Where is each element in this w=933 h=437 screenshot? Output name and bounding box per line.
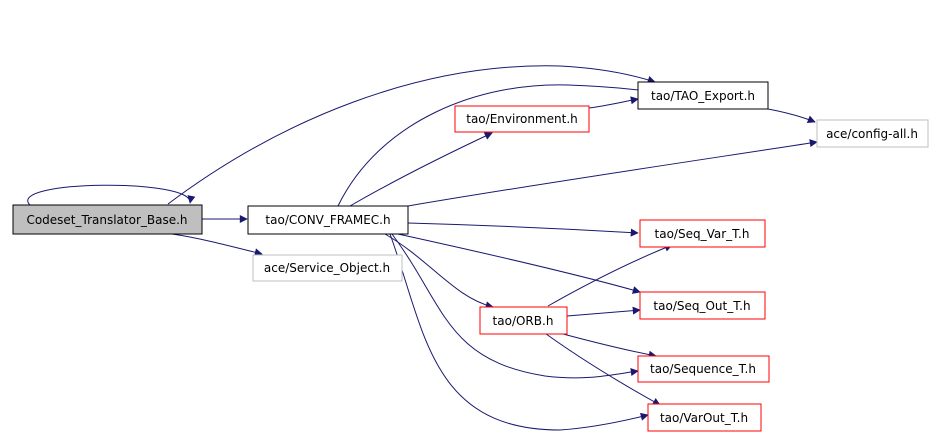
node-environment[interactable]: tao/Environment.h [454, 105, 590, 133]
edge-orb-varout [541, 330, 661, 406]
edge-cs-svc [171, 233, 263, 257]
edge-conv-seqvar [407, 222, 639, 237]
node-seq-out-t[interactable]: tao/Seq_Out_T.h [639, 291, 766, 320]
node-label: tao/Environment.h [466, 112, 578, 126]
node-seq-var-t[interactable]: tao/Seq_Var_T.h [639, 219, 766, 248]
dependency-nodes: Codeset_Translator_Base.h tao/CONV_FRAME… [12, 81, 929, 432]
edge-cs-self [27, 184, 196, 206]
node-label: Codeset_Translator_Base.h [26, 213, 187, 227]
node-tao-export[interactable]: tao/TAO_Export.h [637, 81, 769, 110]
node-varout-t[interactable]: tao/VarOut_T.h [647, 403, 762, 432]
node-label: tao/VarOut_T.h [660, 411, 748, 425]
node-label: ace/config-all.h [826, 127, 918, 141]
edge-conv-orb [384, 233, 494, 310]
edge-cs-taoexp [167, 65, 656, 205]
node-label: tao/CONV_FRAMEC.h [265, 213, 390, 227]
node-config-all[interactable]: ace/config-all.h [816, 119, 929, 148]
node-label: tao/Seq_Out_T.h [653, 299, 750, 313]
node-label: ace/Service_Object.h [264, 261, 390, 275]
node-codeset-translator-base[interactable]: Codeset_Translator_Base.h [12, 204, 203, 235]
node-conv-framec[interactable]: tao/CONV_FRAMEC.h [247, 205, 409, 235]
edge-conv-taoexp [337, 84, 656, 207]
node-sequence-t[interactable]: tao/Sequence_T.h [637, 355, 770, 383]
edge-conv-seqt [391, 233, 639, 379]
edge-taoexp-cfg [767, 108, 816, 124]
edge-orb-seqvar [547, 243, 673, 307]
edge-conv-cfg [407, 139, 818, 207]
edge-conv-env [349, 132, 493, 207]
edge-orb-seqt [551, 330, 657, 359]
node-label: tao/Sequence_T.h [650, 362, 756, 376]
edge-orb-seqout [566, 306, 641, 317]
edge-conv-seqout [397, 233, 641, 294]
node-orb[interactable]: tao/ORB.h [479, 306, 568, 335]
node-label: tao/TAO_Export.h [651, 89, 755, 103]
edge-conv-varout [389, 233, 649, 431]
node-label: tao/Seq_Var_T.h [655, 227, 750, 241]
node-service-object[interactable]: ace/Service_Object.h [252, 254, 403, 282]
edge-env-taoexp [588, 96, 639, 109]
dependency-edges [27, 65, 818, 431]
node-label: tao/ORB.h [493, 314, 554, 328]
